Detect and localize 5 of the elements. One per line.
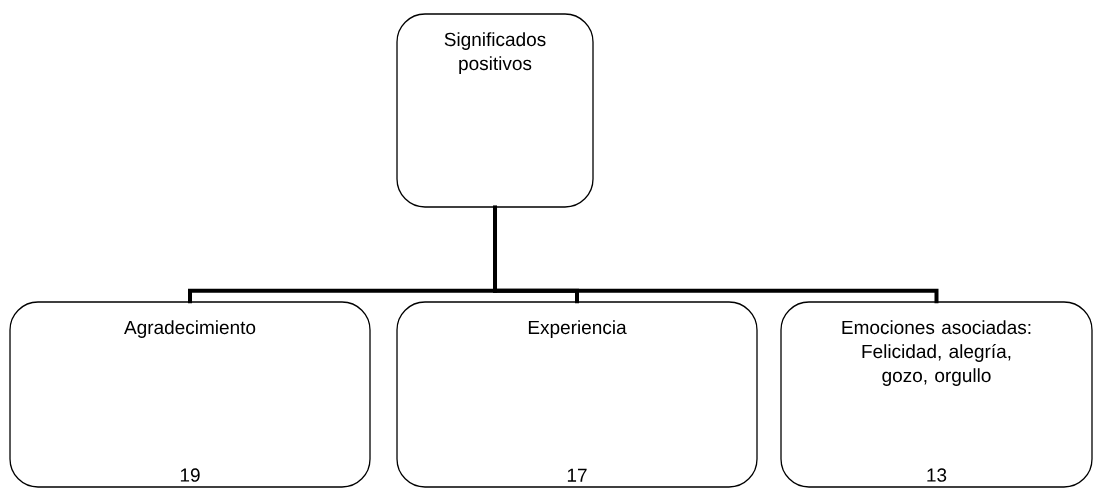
connector-line bbox=[493, 205, 939, 304]
rounded-box: Significados positivos bbox=[396, 13, 594, 208]
rounded-box: Experiencia 17 bbox=[396, 301, 758, 488]
rounded-box: Agradecimiento 19 bbox=[9, 301, 371, 488]
rounded-box: Emociones asociadas: Felicidad, alegría, gozo, orgullo 13 bbox=[780, 301, 1093, 488]
